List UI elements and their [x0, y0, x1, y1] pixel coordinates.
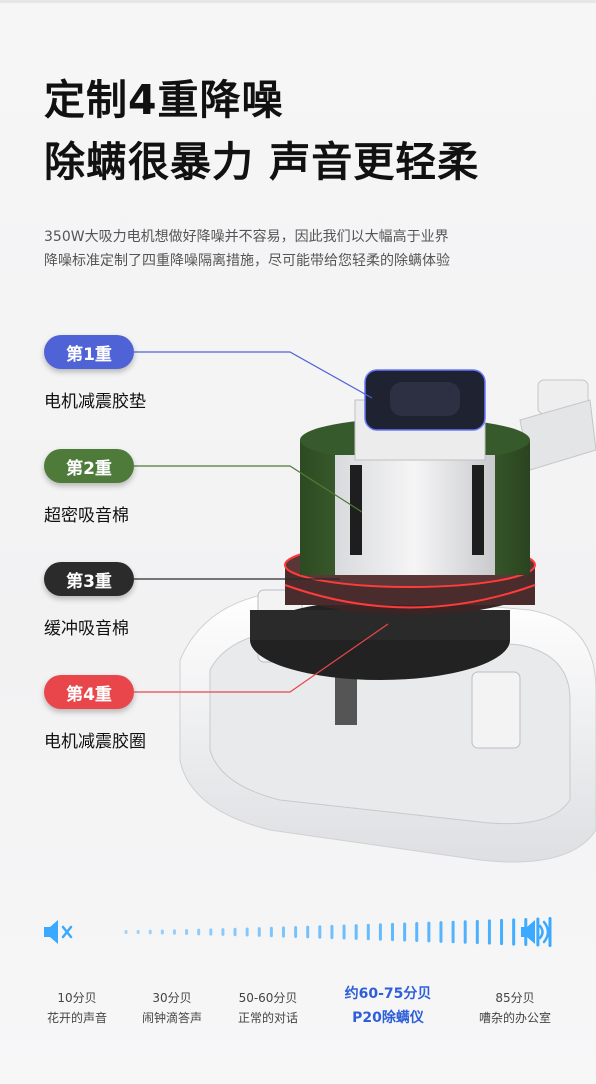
layer-1-label: 电机减震胶垫 [44, 392, 146, 412]
volume-mark [378, 923, 382, 941]
volume-mark [185, 928, 189, 936]
scale-db: 约60-75分贝 [344, 986, 432, 1002]
layer-4-label: 电机减震胶圈 [44, 732, 146, 752]
volume-mark [548, 917, 552, 947]
volume-mark [245, 927, 249, 937]
volume-mark [318, 925, 322, 939]
headline-line-1: 定制4重降噪 [44, 76, 284, 124]
volume-mark [536, 917, 540, 947]
volume-mark [233, 927, 237, 937]
volume-mark [463, 920, 467, 944]
volume-level-marks [124, 917, 552, 947]
scale-item: 50-60分贝 正常的对话 [213, 988, 323, 1028]
scale-item: 10分贝 花开的声音 [22, 988, 132, 1028]
layer-3: 第3重 缓冲吸音棉 [44, 562, 134, 639]
volume-mark [172, 929, 176, 935]
scale-db: 85分贝 [495, 991, 535, 1005]
volume-mark [487, 919, 491, 945]
volume-mark [415, 922, 419, 942]
scale-desc: P20除螨仪 [352, 1010, 424, 1026]
volume-mark [148, 929, 152, 935]
volume-mark [342, 924, 346, 940]
volume-mark [439, 921, 443, 943]
speaker-loud-icon [518, 912, 554, 952]
volume-scale [40, 912, 560, 952]
volume-mark [330, 924, 334, 940]
layer-3-badge: 第3重 [44, 562, 134, 596]
layer-2: 第2重 超密吸音棉 [44, 449, 134, 526]
layer-3-label: 缓冲吸音棉 [44, 619, 129, 639]
volume-mark [500, 918, 504, 946]
volume-mark [403, 922, 407, 942]
volume-mark [136, 929, 140, 935]
volume-mark [197, 928, 201, 936]
leader-lines [134, 351, 389, 693]
scale-desc: 花开的声音 [46, 1011, 107, 1025]
volume-mark [257, 927, 261, 937]
volume-mark [221, 928, 225, 936]
volume-mark [306, 925, 310, 939]
volume-mark [124, 930, 128, 934]
scale-item-highlight: 约60-75分贝 P20除螨仪 [333, 982, 443, 1030]
volume-mark [451, 920, 455, 944]
volume-mark [209, 928, 213, 936]
volume-mark [391, 922, 395, 942]
volume-mark [269, 926, 273, 938]
top-divider [0, 0, 596, 3]
layer-4: 第4重 电机减震胶圈 [44, 675, 146, 752]
scale-desc: 正常的对话 [237, 1011, 298, 1025]
headline-line-2: 除螨很暴力 声音更轻柔 [44, 138, 480, 186]
layer-4-badge: 第4重 [44, 675, 134, 709]
layer-1-badge: 第1重 [44, 335, 134, 369]
volume-mark [512, 918, 516, 946]
description: 350W大吸力电机想做好降噪并不容易，因此我们以大幅高于业界 降噪标准定制了四重… [44, 225, 564, 273]
volume-mark [354, 924, 358, 940]
motor-cutaway-illustration [179, 369, 596, 863]
scale-item: 85分贝 嘈杂的办公室 [460, 988, 570, 1028]
scale-desc: 闹钟滴答声 [141, 1011, 202, 1025]
scale-item: 30分贝 闹钟滴答声 [117, 988, 227, 1028]
description-line-1: 350W大吸力电机想做好降噪并不容易，因此我们以大幅高于业界 [44, 229, 449, 245]
volume-mark [366, 923, 370, 941]
speaker-mute-icon [40, 912, 76, 952]
scale-db: 50-60分贝 [238, 991, 298, 1005]
volume-mark [427, 921, 431, 943]
layer-2-badge: 第2重 [44, 449, 134, 483]
layer-2-label: 超密吸音棉 [44, 506, 129, 526]
layer-1: 第1重 电机减震胶垫 [44, 335, 146, 412]
volume-mark [160, 929, 164, 935]
volume-mark [281, 926, 285, 938]
volume-mark [475, 919, 479, 945]
volume-mark [294, 926, 298, 938]
scale-db: 10分贝 [57, 991, 97, 1005]
scale-desc: 嘈杂的办公室 [478, 1011, 551, 1025]
description-line-2: 降噪标准定制了四重降噪隔离措施，尽可能带给您轻柔的除螨体验 [44, 253, 450, 269]
scale-db: 30分贝 [152, 991, 192, 1005]
